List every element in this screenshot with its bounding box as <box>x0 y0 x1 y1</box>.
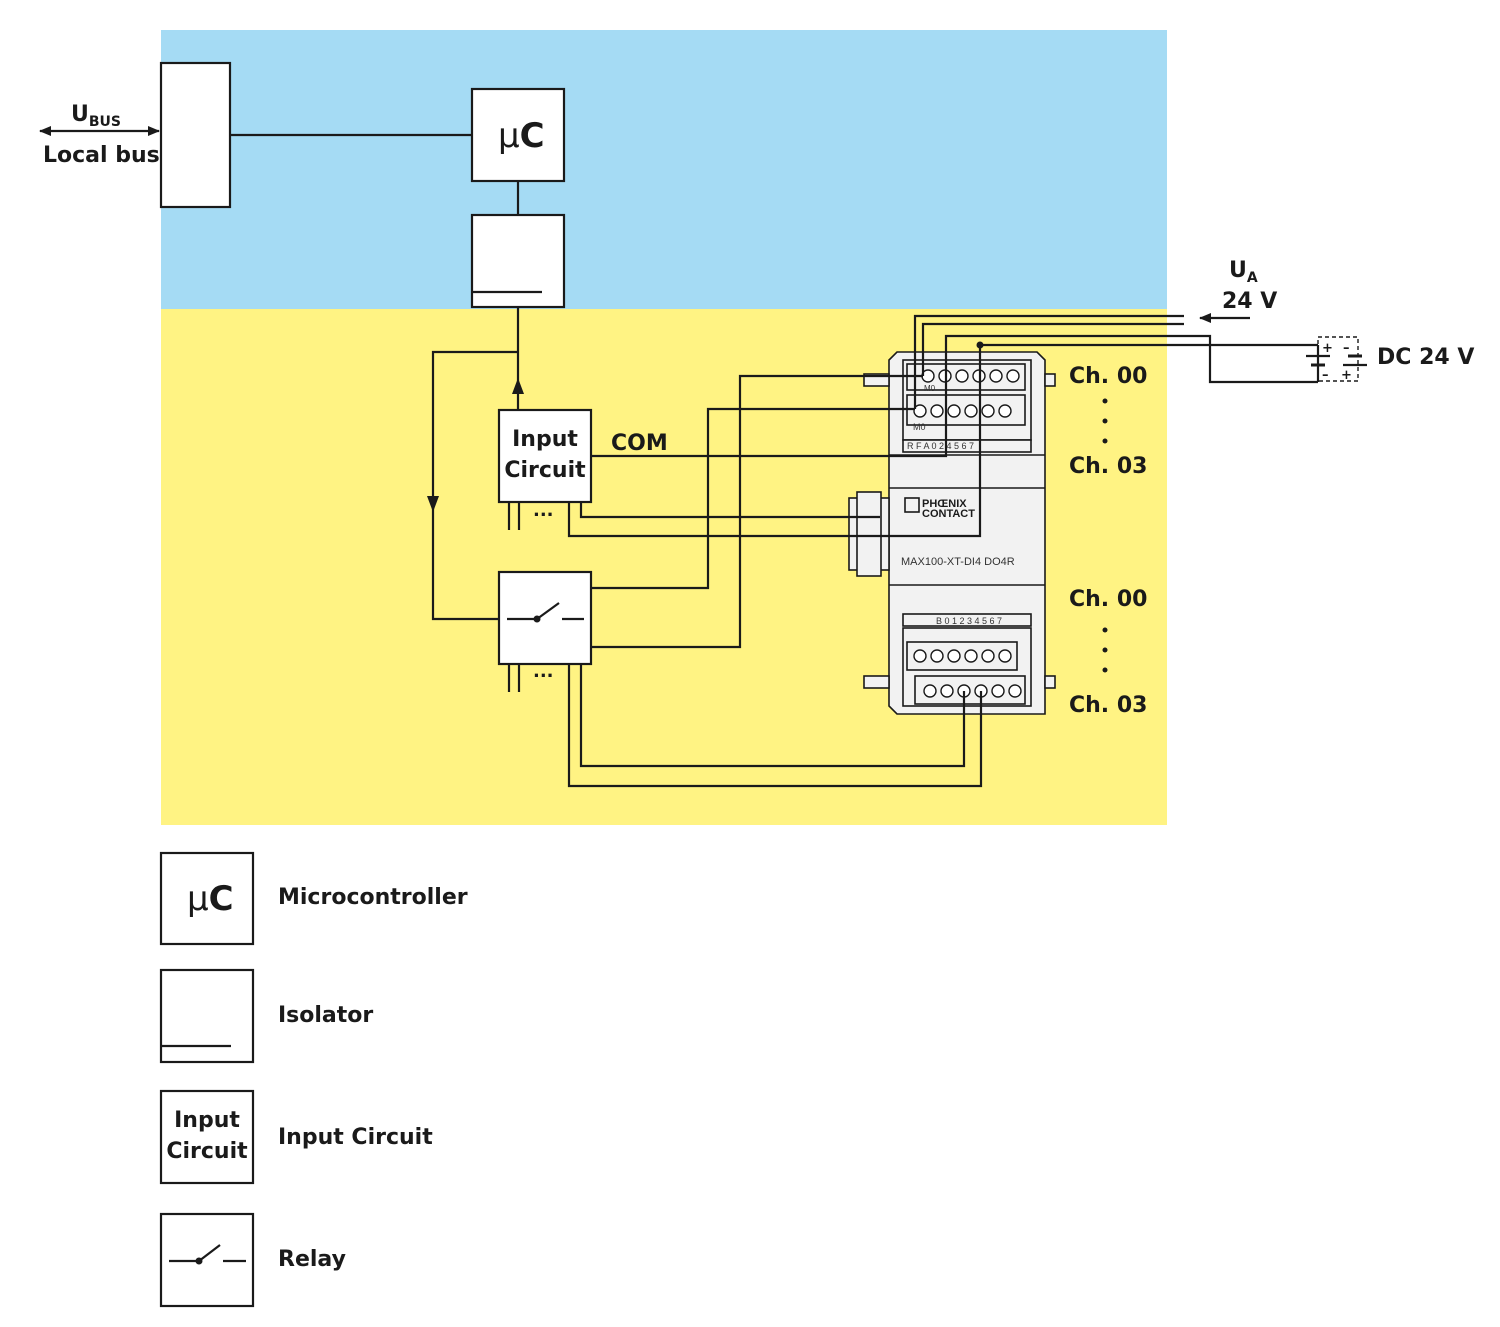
ubus-label: UBUS <box>71 102 121 130</box>
upper-terminal-row-2 <box>913 404 1012 418</box>
input-up-arrow <box>512 378 524 394</box>
svg-text:+: + <box>1322 341 1333 356</box>
input-circuit-line2: Circuit <box>504 458 586 483</box>
m0-label-1: M0 <box>924 384 936 393</box>
isolator-block <box>470 213 566 309</box>
upper-ch-first: Ch. 00 <box>1069 364 1147 389</box>
relay-output-wire-2 <box>567 664 983 788</box>
svg-text:+: + <box>1341 368 1352 383</box>
isolator-to-relay-loop <box>431 350 518 621</box>
device-model-label: MAX100-XT-DI4 DO4R <box>901 556 1015 568</box>
legend: µC Microcontroller Isolator Input Circui… <box>159 851 468 1308</box>
relay-wire-1 <box>591 407 915 590</box>
ua-wire-2 <box>921 322 1184 376</box>
upper-ch-dots <box>1102 398 1108 444</box>
legend-label-relay: Relay <box>278 1247 346 1272</box>
svg-text:Circuit: Circuit <box>166 1139 248 1164</box>
lower-ch-dots <box>1102 627 1108 673</box>
lower-terminal-row-1 <box>913 649 1012 663</box>
relay-wire-2 <box>591 374 923 649</box>
lower-ch-first: Ch. 00 <box>1069 587 1147 612</box>
relay-switch-symbol <box>507 602 584 623</box>
input-ellipsis: ... <box>533 500 554 521</box>
m0-label-2: M0 <box>913 422 926 432</box>
local-bus-caption: Local bus <box>43 143 160 168</box>
input-circuit-icon <box>159 1089 255 1185</box>
legend-label-microcontroller: Microcontroller <box>278 885 468 910</box>
svg-text:µC: µC <box>187 879 234 919</box>
dc-supply-label: DC 24 V <box>1377 345 1474 370</box>
svg-text:–: – <box>1343 341 1350 356</box>
relay-down-arrow <box>427 496 439 512</box>
svg-text:–: – <box>1322 368 1329 383</box>
ua-wire-1 <box>913 314 1184 409</box>
svg-text:Input: Input <box>174 1108 240 1133</box>
legend-label-input-circuit: Input Circuit <box>278 1125 433 1150</box>
bus-zone <box>161 30 1167 309</box>
input-wire-1 <box>579 502 880 519</box>
io-module: M0 M0 R F A 0 2 4 5 6 7 PHŒNIX CONTACT M… <box>848 351 1056 715</box>
lower-ch-last: Ch. 03 <box>1069 693 1147 718</box>
input-circuit-line1: Input <box>512 427 578 452</box>
ua-voltage: 24 V <box>1222 289 1277 314</box>
lower-terminal-strip: B 0 1 2 3 4 5 6 7 <box>936 616 1002 626</box>
com-label: COM <box>611 431 668 456</box>
legend-label-isolator: Isolator <box>278 1003 373 1028</box>
relay-output-wire-1 <box>579 664 966 768</box>
com-wire <box>591 334 1318 458</box>
input-circuit-block <box>497 408 593 504</box>
local-bus-block <box>159 61 232 209</box>
dc-supply-battery: + – – + <box>1306 336 1367 383</box>
upper-ch-last: Ch. 03 <box>1069 454 1147 479</box>
upper-terminal-strip: R F A 0 2 4 5 6 7 <box>907 441 974 451</box>
supply-junction <box>976 341 984 349</box>
svg-text:PHŒNIX: PHŒNIX <box>922 498 967 510</box>
microcontroller-label: µC <box>498 116 545 156</box>
microcontroller-icon <box>159 851 255 946</box>
input-wire-2 <box>567 343 1318 538</box>
relay-ellipsis: ... <box>533 661 554 682</box>
svg-text:CONTACT: CONTACT <box>922 508 975 520</box>
phoenix-contact-logo: PHŒNIX CONTACT <box>904 497 975 520</box>
ua-label: UA <box>1229 258 1258 286</box>
isolator-icon <box>159 968 255 1064</box>
